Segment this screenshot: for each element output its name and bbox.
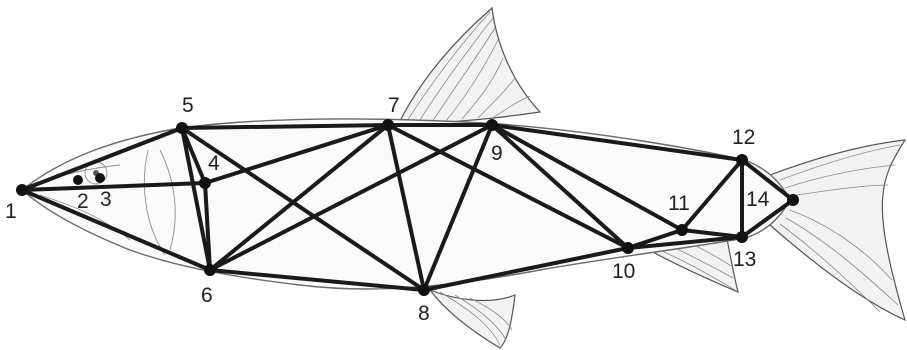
landmark-node-12 [736,154,748,166]
landmark-label-4: 4 [208,152,220,175]
landmark-label-5: 5 [182,94,194,117]
landmark-node-13 [736,231,748,243]
landmark-node-5 [176,122,188,134]
landmark-node-6 [204,264,216,276]
landmark-node-9 [486,119,498,131]
landmark-label-2: 2 [77,190,89,213]
landmark-node-1 [16,184,28,196]
landmark-node-10 [622,242,634,254]
landmark-node-14 [787,194,799,206]
landmark-label-6: 6 [201,284,213,307]
landmark-label-12: 12 [732,126,755,149]
landmark-label-1: 1 [5,200,17,223]
dorsal-fin [398,8,540,125]
landmark-label-14: 14 [746,188,770,211]
landmark-node-2 [73,175,83,185]
landmark-label-10: 10 [612,260,635,283]
landmark-label-9: 9 [491,142,503,165]
landmark-node-3 [95,173,105,183]
landmark-label-8: 8 [418,302,430,325]
landmark-label-3: 3 [100,188,112,211]
landmark-node-11 [676,224,688,236]
landmark-label-7: 7 [388,94,400,117]
landmark-node-7 [382,119,394,131]
landmark-label-13: 13 [733,248,756,271]
landmark-node-4 [199,177,211,189]
landmark-node-8 [418,284,430,296]
landmark-label-11: 11 [668,192,690,215]
